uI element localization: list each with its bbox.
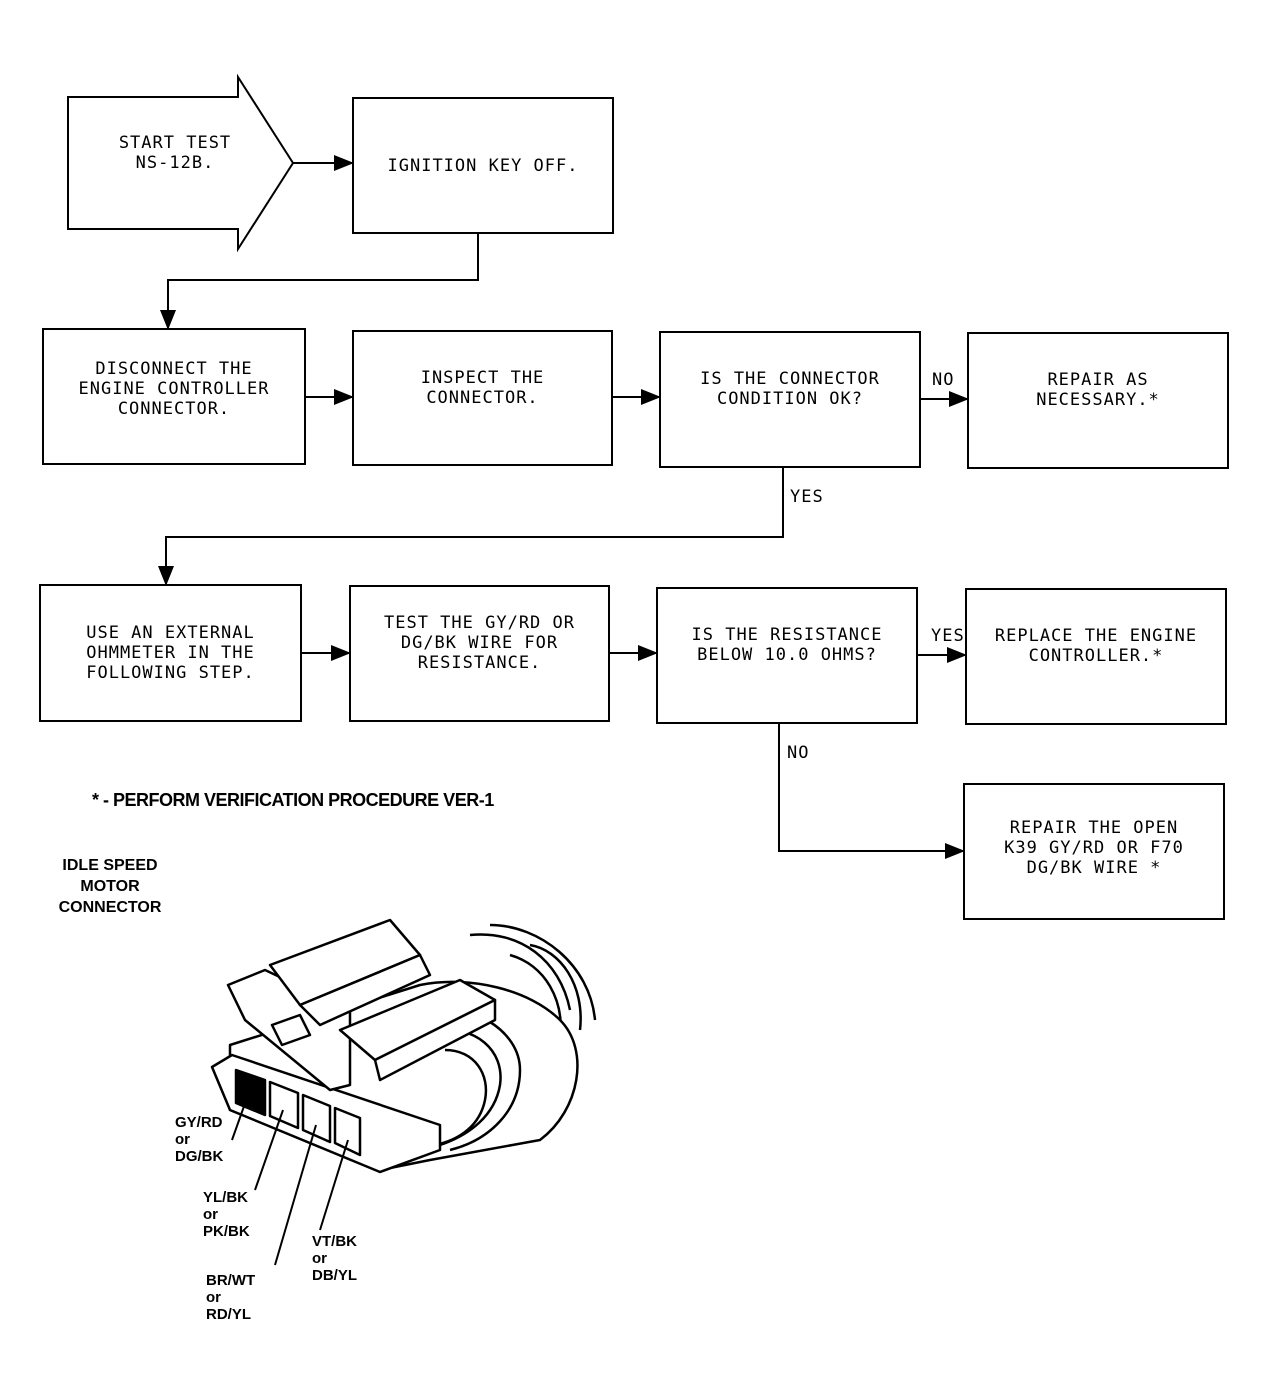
connector-condition-text: IS THE CONNECTOR CONDITION OK? — [700, 368, 880, 409]
replace-controller-box: REPLACE THE ENGINE CONTROLLER.* — [965, 588, 1227, 725]
resistance-check-box: IS THE RESISTANCE BELOW 10.0 OHMS? — [656, 587, 918, 724]
test-wire-text: TEST THE GY/RD OR DG/BK WIRE FOR RESISTA… — [384, 612, 575, 673]
repair-open-wire-box: REPAIR THE OPEN K39 GY/RD OR F70 DG/BK W… — [963, 783, 1225, 920]
repair-as-necessary-text: REPAIR AS NECESSARY.* — [1036, 369, 1160, 410]
pin-label-3: BR/WT or RD/YL — [206, 1272, 256, 1323]
inspect-connector-text: INSPECT THE CONNECTOR. — [420, 368, 545, 408]
ignition-off-box: IGNITION KEY OFF. — [352, 97, 614, 234]
repair-as-necessary-box: REPAIR AS NECESSARY.* — [967, 332, 1229, 469]
edge-label-no-1: NO — [932, 370, 955, 390]
edge-label-no-2: NO — [787, 743, 810, 763]
start-arrow-shape — [67, 73, 295, 253]
connector-title: IDLE SPEED MOTOR CONNECTOR — [58, 857, 162, 916]
resistance-check-text: IS THE RESISTANCE BELOW 10.0 OHMS? — [691, 624, 883, 665]
test-wire-box: TEST THE GY/RD OR DG/BK WIRE FOR RESISTA… — [349, 585, 610, 722]
edge-label-yes-2: YES — [931, 626, 965, 646]
arrow-connectorok-ohmmeter — [158, 467, 784, 586]
use-ohmmeter-box: USE AN EXTERNAL OHMMETER IN THE FOLLOWIN… — [39, 584, 302, 722]
pin-label-1: GY/RD or DG/BK — [175, 1114, 224, 1165]
arrow-ignition-disconnect — [160, 233, 479, 330]
replace-controller-text: REPLACE THE ENGINE CONTROLLER.* — [994, 625, 1198, 666]
use-ohmmeter-text: USE AN EXTERNAL OHMMETER IN THE FOLLOWIN… — [86, 623, 255, 683]
pin-label-2: YL/BK or PK/BK — [203, 1189, 250, 1240]
disconnect-connector-text: DISCONNECT THE ENGINE CONTROLLER CONNECT… — [78, 358, 270, 419]
pin-label-4: VT/BK or DB/YL — [312, 1233, 357, 1284]
inspect-connector-box: INSPECT THE CONNECTOR. — [352, 330, 613, 466]
disconnect-connector-box: DISCONNECT THE ENGINE CONTROLLER CONNECT… — [42, 328, 306, 465]
ignition-off-text: IGNITION KEY OFF. — [387, 155, 579, 176]
arrow-resistance-repairopen — [778, 723, 965, 859]
connector-condition-box: IS THE CONNECTOR CONDITION OK? — [659, 331, 921, 468]
edge-label-yes-1: YES — [790, 487, 824, 507]
verification-footnote: * - PERFORM VERIFICATION PROCEDURE VER-1 — [92, 790, 494, 810]
repair-open-wire-text: REPAIR THE OPEN K39 GY/RD OR F70 DG/BK W… — [1004, 817, 1184, 878]
start-test-label: START TEST NS-12B. — [118, 133, 232, 173]
